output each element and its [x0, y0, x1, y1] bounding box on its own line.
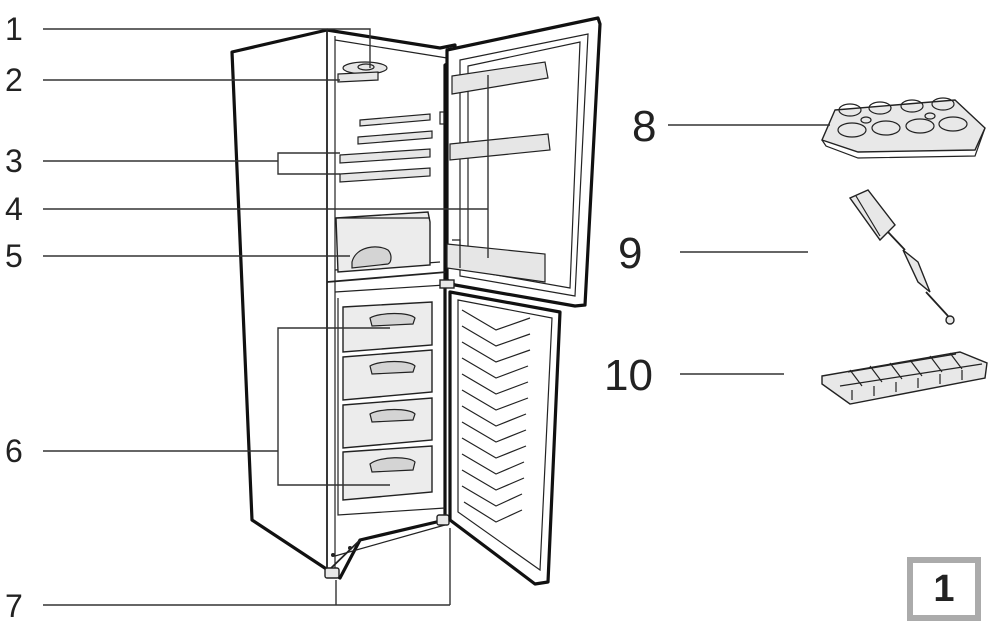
- feet: [324, 514, 450, 579]
- fridge-door: [439, 16, 602, 308]
- ice-cube-tray: [821, 351, 988, 405]
- callout-9: 9: [618, 229, 642, 278]
- leader-lines: [43, 28, 830, 606]
- freezer-drawer-3: [342, 397, 433, 449]
- callout-8: 8: [632, 102, 656, 151]
- callout-6: 6: [5, 433, 23, 469]
- leader-6-bracket: [277, 327, 390, 486]
- egg-tray: [821, 97, 986, 159]
- freezer-drawer-1: [342, 301, 433, 353]
- ice-scoop: [848, 189, 955, 325]
- crisper-drawer: [335, 211, 431, 273]
- shelf-1: [359, 113, 431, 127]
- shelf-2: [357, 130, 433, 145]
- callout-1: 1: [5, 11, 23, 47]
- callout-4: 4: [5, 191, 23, 227]
- freezer-drawer-4: [342, 445, 433, 501]
- leader-4: [43, 75, 489, 258]
- figure-number-box: 1: [907, 557, 981, 621]
- callout-7: 7: [5, 588, 23, 624]
- leader-1: [43, 28, 371, 68]
- leader-3-bracket: [277, 152, 340, 175]
- callout-3: 3: [5, 143, 23, 179]
- fridge-shelves: [339, 111, 445, 183]
- callout-2: 2: [5, 62, 23, 98]
- freezer-door: [448, 290, 562, 586]
- callout-numbers: 1 2 3 4 5 6 7 8 9 10: [5, 11, 656, 624]
- callout-10: 10: [604, 351, 653, 400]
- door-bin-bottom: [446, 243, 546, 283]
- shelf-4: [339, 167, 431, 183]
- freezer-drawers: [337, 298, 446, 516]
- door-bin-top: [451, 61, 549, 95]
- figure-number: 1: [913, 563, 975, 615]
- shelf-3: [339, 148, 431, 164]
- callout-5: 5: [5, 238, 23, 274]
- door-bin-middle: [449, 133, 551, 161]
- freezer-drawer-2: [342, 349, 433, 401]
